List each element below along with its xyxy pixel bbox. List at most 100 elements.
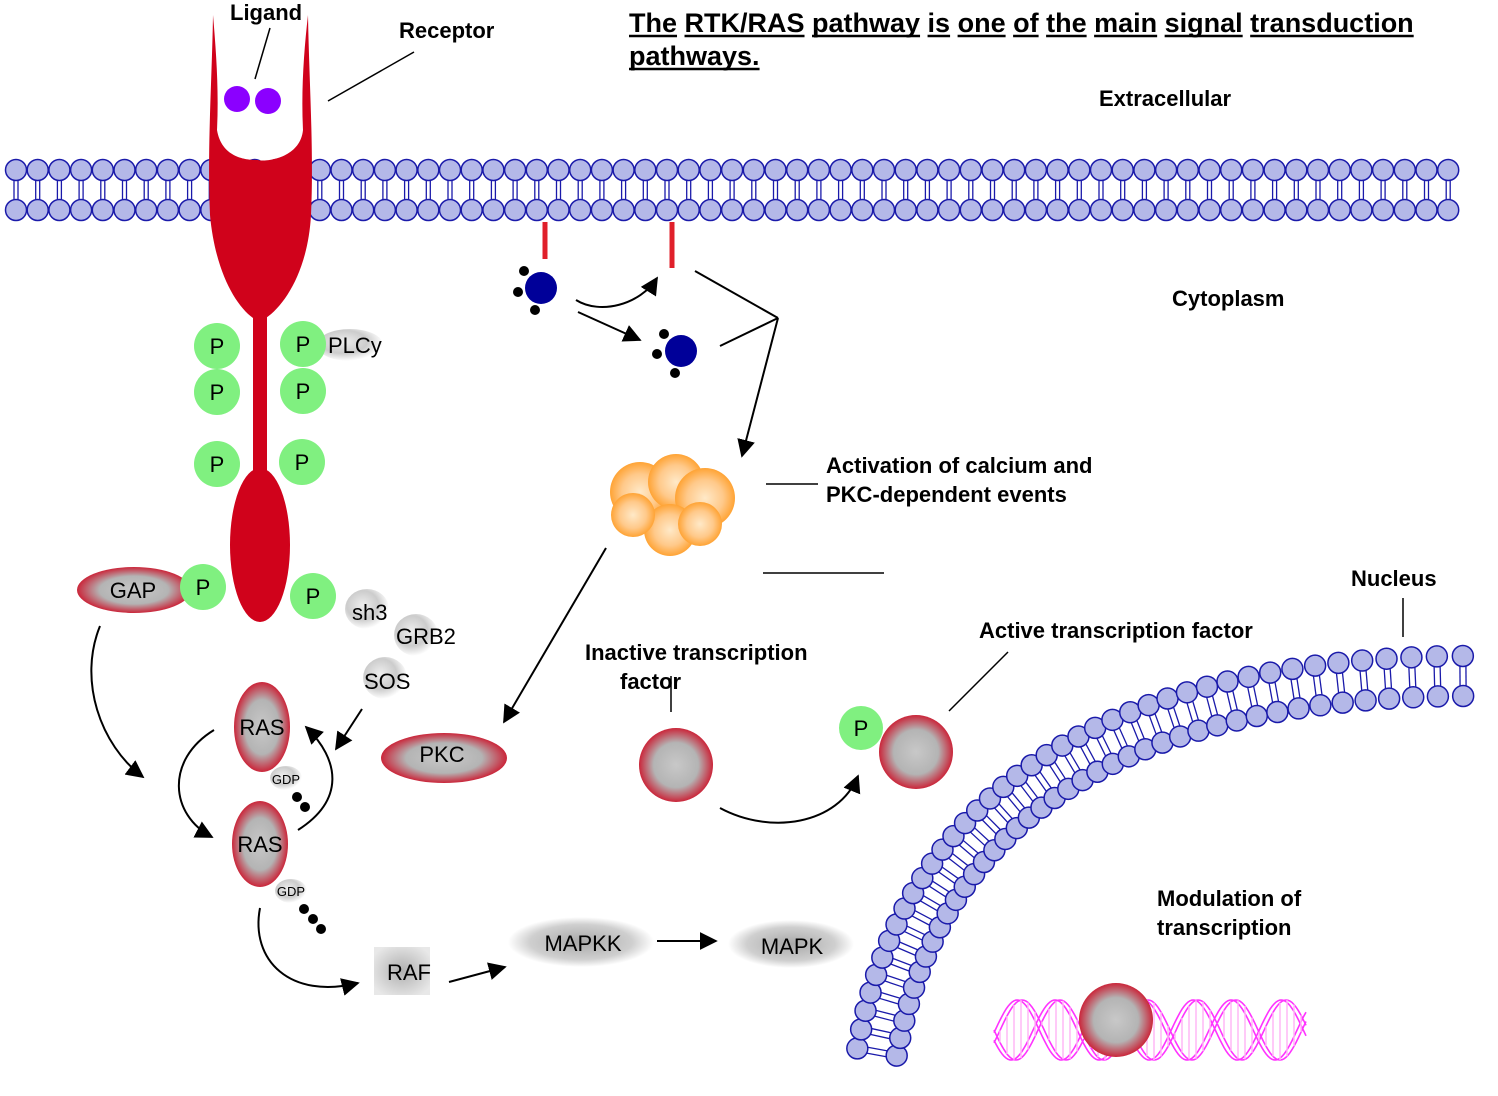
lipid-head: [417, 158, 440, 182]
lipid-tail: [1034, 774, 1047, 792]
plcy-protein: [317, 329, 383, 361]
lipid-head: [568, 198, 592, 222]
title-line2: pathways.: [629, 41, 760, 71]
lipid-tail: [1408, 667, 1411, 688]
lipid-head: [1328, 158, 1351, 182]
lipid-head: [829, 198, 852, 222]
gap-protein: [77, 567, 191, 613]
lipid-head: [1309, 694, 1332, 717]
grb2-protein: [394, 614, 438, 656]
title-word: pathway: [805, 8, 921, 38]
active-tf-leader-line: [948, 651, 1009, 712]
lipid-head: [807, 158, 831, 182]
lipid-tail: [1211, 695, 1219, 716]
lipid-head: [308, 198, 332, 222]
lipid-tail: [1025, 781, 1039, 799]
lipid-head: [91, 158, 115, 182]
lipid-head: [1375, 647, 1398, 670]
lipid-head: [1377, 687, 1401, 710]
lipid-head: [1024, 158, 1048, 182]
phospho-label: P: [196, 575, 211, 600]
lipid-head: [959, 158, 983, 182]
lipid-head: [849, 1018, 873, 1041]
ligand-label: Ligand: [230, 0, 302, 25]
lipid-head: [1133, 198, 1156, 222]
lipid-tail: [1069, 752, 1081, 771]
lipid-tail: [1389, 668, 1393, 689]
lipid-head: [1327, 651, 1350, 675]
activation-label-line2: PKC-dependent events: [826, 482, 1067, 507]
phospho-circle: [290, 573, 336, 619]
lipid-head: [1206, 714, 1229, 737]
arrow: [335, 708, 363, 751]
receptor-stalk: [253, 310, 267, 485]
lipid-tail: [875, 1009, 896, 1016]
lipid-tail: [1136, 720, 1145, 740]
phospho-groups: [194, 321, 336, 619]
lipid-head: [568, 158, 592, 182]
second-messenger: [652, 329, 697, 378]
lipid-head: [590, 158, 614, 182]
lipid-tail: [1096, 737, 1107, 757]
lipid-head: [1176, 198, 1200, 222]
lipid-head: [1198, 198, 1221, 222]
lipid-head: [1451, 644, 1475, 668]
lipid-head: [69, 198, 93, 222]
lipid-head: [1287, 697, 1310, 720]
lipid-tail: [931, 880, 950, 893]
lipid-head: [959, 198, 983, 222]
lipid-head: [1350, 198, 1373, 222]
lipid-head: [1089, 158, 1113, 182]
lipid-head: [395, 158, 418, 182]
receptor-tyrosine-kinase: [209, 15, 312, 622]
phospho-circle: [280, 321, 326, 367]
raf-protein: [374, 947, 430, 995]
inactive-transcription-factor: [639, 728, 713, 802]
lipid-tail: [1318, 675, 1323, 696]
lipid-head: [937, 198, 961, 222]
lipid-head: [1281, 657, 1304, 681]
lipid-head: [677, 158, 700, 182]
lipid-tail: [1433, 666, 1436, 687]
lipid-head: [48, 158, 71, 182]
raf-label: RAF: [387, 960, 431, 985]
lipid-tail: [886, 974, 906, 983]
lipid-head: [655, 158, 679, 182]
lipid-head: [1154, 198, 1178, 222]
lipid-tail: [896, 946, 916, 956]
phospho-circle: [180, 564, 226, 610]
lipid-head: [525, 198, 549, 222]
lipid-head: [1175, 681, 1199, 704]
title-word: RTK/RAS: [677, 8, 805, 38]
lipid-head: [851, 198, 874, 222]
lipid-head: [1303, 654, 1327, 677]
lipid-head: [720, 198, 744, 222]
lipid-head: [981, 198, 1004, 222]
lipid-head: [308, 158, 332, 182]
lipid-head: [720, 158, 744, 182]
lipid-tail: [938, 871, 956, 884]
lipid-head: [1451, 684, 1475, 708]
lipid-head: [829, 158, 852, 182]
modulation-label-line1: Modulation of: [1157, 886, 1302, 911]
lipid-head: [612, 198, 635, 222]
lipid-head: [351, 198, 375, 222]
receptor-extracellular-domain: [209, 15, 312, 318]
lipid-tail: [1101, 735, 1112, 754]
phospho-label: P: [296, 379, 311, 404]
lipid-head: [1285, 158, 1308, 182]
arrow: [737, 317, 779, 458]
extracellular-label: Extracellular: [1099, 86, 1232, 111]
lipid-head: [699, 198, 722, 222]
lipid-tail: [892, 957, 912, 967]
lipid-tail: [969, 831, 986, 847]
phospho-circle: [194, 441, 240, 487]
lipid-head: [113, 198, 136, 222]
inactive-tf-label-line2: factor: [620, 669, 682, 694]
arrow: [503, 547, 607, 724]
arrow: [257, 907, 360, 996]
dna-strand: [993, 999, 1307, 1061]
lipid-tail: [1154, 713, 1163, 733]
lipid-tail: [1274, 681, 1280, 702]
title-line1: The RTK/RAS pathway is one of the main s…: [629, 8, 1414, 38]
